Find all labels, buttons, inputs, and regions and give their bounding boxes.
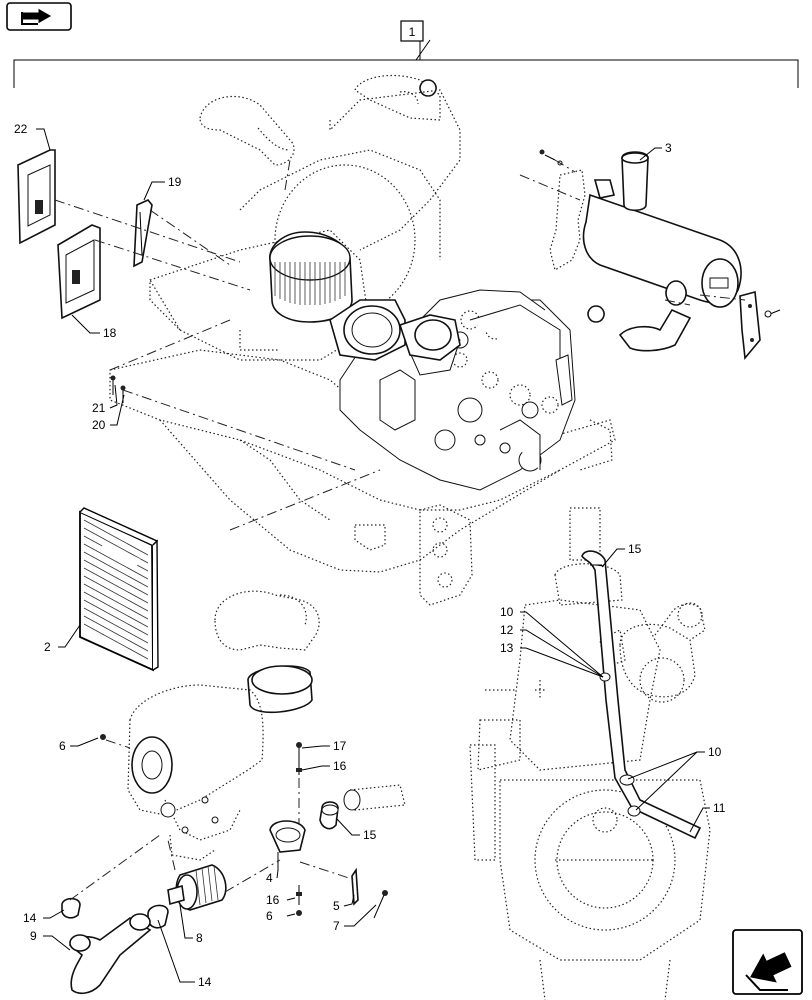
callout-labels: 1 22 19 18 21 20 3 2 6 17 16 15 4 16 6 5… <box>14 25 726 989</box>
dipstick-tube <box>581 550 702 840</box>
callout-16-lower: 16 <box>266 893 280 907</box>
callout-8: 8 <box>196 931 203 945</box>
muffler-assembly <box>539 149 781 360</box>
callout-12: 12 <box>500 623 514 637</box>
assembly-leaders-upper <box>54 159 581 531</box>
callout-17: 17 <box>333 739 347 753</box>
callout-2: 2 <box>44 640 51 654</box>
forward-arrow-icon[interactable] <box>732 929 803 995</box>
callout-box-1 <box>400 20 424 42</box>
callout-10-lower: 10 <box>708 745 722 759</box>
callout-6-upper: 6 <box>59 739 66 753</box>
kit-bracket <box>13 39 799 88</box>
side-panel-22 <box>17 149 56 245</box>
callout-18: 18 <box>103 326 117 340</box>
callout-15-lower: 15 <box>363 828 377 842</box>
side-panel-18 <box>57 224 101 320</box>
callout-9: 9 <box>30 929 37 943</box>
callout-15-upper: 15 <box>628 542 642 556</box>
callout-7: 7 <box>333 919 340 933</box>
callout-5: 5 <box>333 899 340 913</box>
callout-11: 11 <box>713 801 726 815</box>
callout-14-right: 14 <box>198 975 212 989</box>
callout-21: 21 <box>92 401 106 415</box>
callout-4: 4 <box>266 871 273 885</box>
callout-1: 1 <box>409 25 416 39</box>
operators-manual <box>79 507 159 672</box>
engine-rear-view <box>469 507 711 1000</box>
callout-22: 22 <box>14 122 28 136</box>
callout-14-left: 14 <box>23 911 37 925</box>
air-cleaner-exploded <box>61 590 406 995</box>
bracket-19 <box>133 199 153 268</box>
air-cleaner-installed <box>269 231 461 361</box>
callout-6-lower: 6 <box>266 909 273 923</box>
callout-10-upper: 10 <box>500 605 514 619</box>
callout-20: 20 <box>92 418 106 432</box>
callout-3: 3 <box>665 141 672 155</box>
callout-19: 19 <box>168 175 182 189</box>
callout-leaders <box>36 40 710 983</box>
callout-16-upper: 16 <box>333 759 347 773</box>
callout-13: 13 <box>500 641 514 655</box>
back-arrow-icon[interactable] <box>6 2 72 31</box>
